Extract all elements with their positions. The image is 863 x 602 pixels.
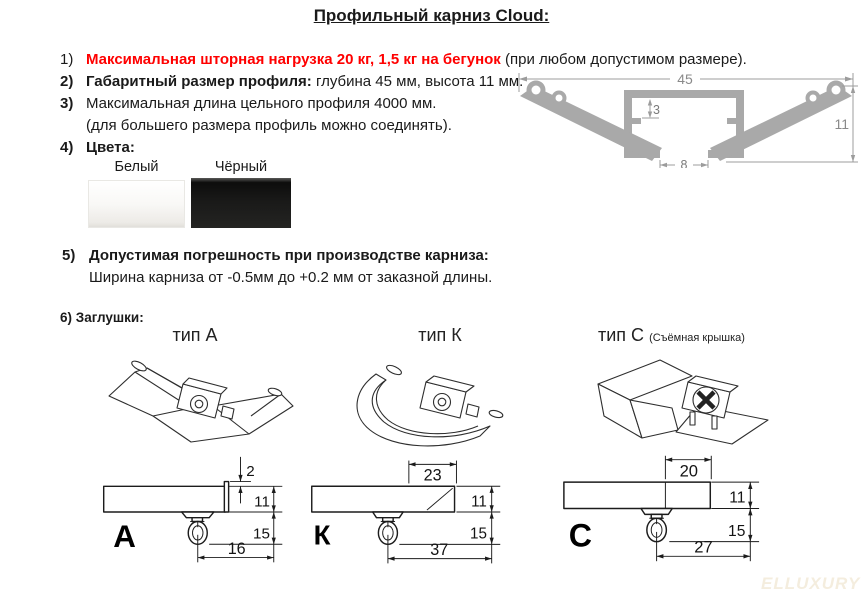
cap-a-dim-height: 11 — [254, 493, 270, 510]
cap-c-heading: тип С (Съёмная крышка) — [598, 325, 745, 346]
item-number: 4) — [60, 139, 74, 156]
cap-k-3d-shape — [356, 364, 504, 447]
watermark: ELLUXURY — [761, 574, 861, 593]
item-number: 1) — [60, 51, 74, 68]
cap-c-dim-height: 11 — [729, 490, 745, 507]
item-number: 3) — [60, 95, 74, 112]
cap-k-dim-bottom: 37 — [430, 541, 448, 559]
item-number: 2) — [60, 73, 74, 90]
cap-a-heading: тип А — [172, 325, 218, 345]
cap-k-dim-top: 23 — [424, 467, 442, 485]
profile-dim-notch: 3 — [653, 103, 660, 117]
list-item-5-line2: Ширина карниза от -0.5мм до +0.2 мм от з… — [89, 269, 493, 286]
cap-c-dim-top: 20 — [680, 461, 698, 480]
cap-c-letter: С — [569, 518, 592, 554]
list-item-2: 2) Габаритный размер профиля: глубина 45 … — [60, 73, 523, 90]
list-item-5: 5) Допустимая погрешность при производств… — [62, 247, 489, 264]
runner-glyph — [180, 511, 215, 545]
cap-c-heading-text: тип С — [598, 325, 645, 345]
cap-k-heading: тип К — [418, 325, 462, 345]
item-5-bold: Допустимая погрешность при производстве … — [89, 247, 489, 264]
list-item-3: 3) Максимальная длина цельного профиля 40… — [60, 95, 436, 112]
white-color-swatch — [88, 180, 185, 228]
cap-a-letter: А — [113, 519, 136, 554]
black-swatch-label: Чёрный — [214, 159, 268, 175]
profile-body — [520, 80, 852, 161]
cap-k-letter: К — [314, 519, 331, 550]
item-3-line1: Максимальная длина цельного профиля 4000… — [86, 95, 437, 112]
profile-dim-width: 45 — [677, 71, 693, 87]
profile-dim-slot: 8 — [681, 158, 688, 168]
white-swatch-label: Белый — [114, 159, 159, 175]
cap-k-dim-height: 11 — [471, 493, 487, 510]
cap-a-dim-drop: 15 — [253, 526, 270, 543]
item-4-bold: Цвета: — [86, 139, 135, 156]
cap-c-dim-drop: 15 — [728, 523, 746, 540]
list-item-4: 4) Цвета: — [60, 139, 135, 156]
item-1-rest: (при любом допустимом размере). — [500, 51, 747, 68]
cap-k-3d-drawing — [356, 364, 504, 447]
list-item-1: 1) Максимальная шторная нагрузка 20 кг, 1… — [60, 51, 747, 68]
profile-dim-height: 11 — [834, 116, 849, 132]
cap-a-dimension-drawing: 2 11 15 16 А — [102, 456, 283, 563]
cap-c-heading-note: (Съёмная крышка) — [649, 332, 745, 344]
item-number: 5) — [62, 247, 76, 264]
cap-c-3d-shape — [597, 359, 769, 445]
cap-c-dim-bottom: 27 — [694, 537, 712, 556]
cap-a-3d-shape — [108, 360, 294, 443]
profile-cross-section-drawing: 45 3 8 11 — [518, 71, 858, 168]
list-item-3-line2: (для большего размера профиль можно соед… — [86, 117, 452, 134]
item-2-bold: Габаритный размер профиля: — [86, 73, 312, 90]
cap-c-3d-drawing — [597, 359, 769, 445]
black-color-swatch — [191, 178, 291, 228]
cap-a-dim-bottom: 16 — [228, 540, 246, 558]
cap-k-dimension-drawing: 23 11 15 37 К — [311, 460, 501, 564]
cap-k-dim-drop: 15 — [470, 526, 487, 543]
item-2-rest: глубина 45 мм, высота 11 мм. — [311, 73, 524, 90]
page-title: Профильный карниз Cloud: — [313, 6, 550, 25]
item-1-highlight: Максимальная шторная нагрузка 20 кг, 1,5… — [86, 51, 501, 68]
list-item-6: 6) Заглушки: — [60, 310, 144, 325]
runner-glyph — [640, 507, 673, 543]
cap-c-dimension-drawing: 20 11 15 27 С — [563, 455, 760, 562]
runner-glyph — [371, 511, 404, 546]
cap-a-dim-top: 2 — [246, 463, 254, 480]
cap-a-3d-drawing — [108, 360, 294, 443]
